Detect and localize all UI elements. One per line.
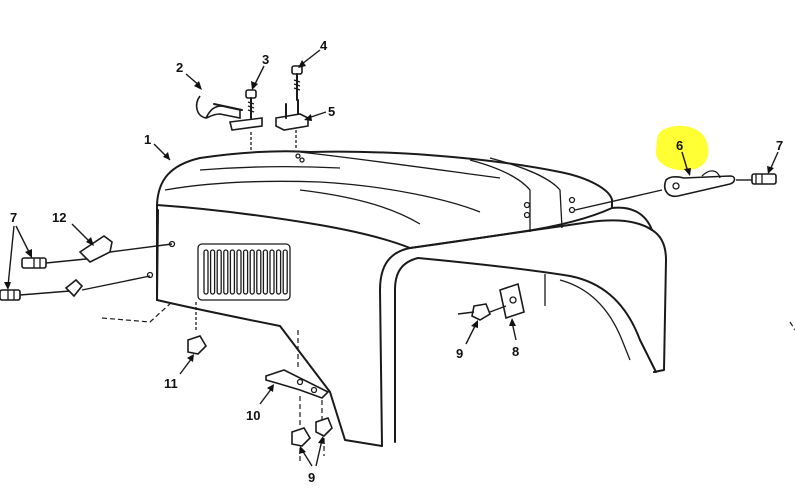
nut-9-right xyxy=(457,303,507,321)
hidden-frame-line xyxy=(101,301,173,323)
plate-8 xyxy=(499,282,525,320)
callout-1: 1 xyxy=(144,132,151,147)
hood-handle xyxy=(195,95,243,119)
callout-2: 2 xyxy=(176,60,183,75)
callout-4: 4 xyxy=(320,38,328,53)
callout-6: 6 xyxy=(676,138,683,153)
bolt-7-left-upper xyxy=(21,257,97,269)
latch-bracket xyxy=(250,99,309,150)
bolt-7-left-lower xyxy=(0,289,71,301)
callout-11: 11 xyxy=(164,376,178,391)
callout-10: 10 xyxy=(246,408,260,423)
bracket-10 xyxy=(265,330,330,428)
louver-slot xyxy=(223,249,229,295)
louver-slot xyxy=(236,249,242,295)
louver-slot xyxy=(216,249,222,295)
louver-slot xyxy=(275,249,282,295)
louver-slot xyxy=(203,249,209,295)
callout-7-right: 7 xyxy=(776,138,783,153)
nut-9-lower-right xyxy=(315,417,333,437)
nut-9-lower-left xyxy=(291,427,312,447)
callout-8: 8 xyxy=(512,344,519,359)
side-vent-louvers xyxy=(197,243,291,301)
callout-7-left: 7 xyxy=(10,210,17,225)
callout-9-right: 9 xyxy=(456,346,463,361)
louver-slot xyxy=(262,249,269,295)
louver-slot xyxy=(229,249,236,295)
callout-3: 3 xyxy=(262,52,269,67)
louver-slot xyxy=(282,249,288,295)
clip-12 xyxy=(64,235,173,298)
nut-11 xyxy=(187,300,208,355)
louver-slot xyxy=(256,249,262,295)
screw-3 xyxy=(245,89,257,119)
hood xyxy=(146,150,667,447)
louver-slot xyxy=(269,249,275,295)
callout-6-highlight xyxy=(655,125,709,171)
mounting-plate xyxy=(229,117,263,131)
callout-12: 12 xyxy=(52,210,66,225)
louver-slot xyxy=(242,249,249,295)
louver-slot xyxy=(249,249,255,295)
bolt-7-right xyxy=(736,173,777,185)
callout-9-lower: 9 xyxy=(308,470,315,485)
latch-arm xyxy=(574,170,736,211)
screw-4 xyxy=(291,65,303,101)
callout-leaders xyxy=(4,49,779,467)
louver-slot xyxy=(209,249,216,295)
callout-5: 5 xyxy=(328,104,335,119)
hidden-frame-line-right xyxy=(789,321,795,331)
